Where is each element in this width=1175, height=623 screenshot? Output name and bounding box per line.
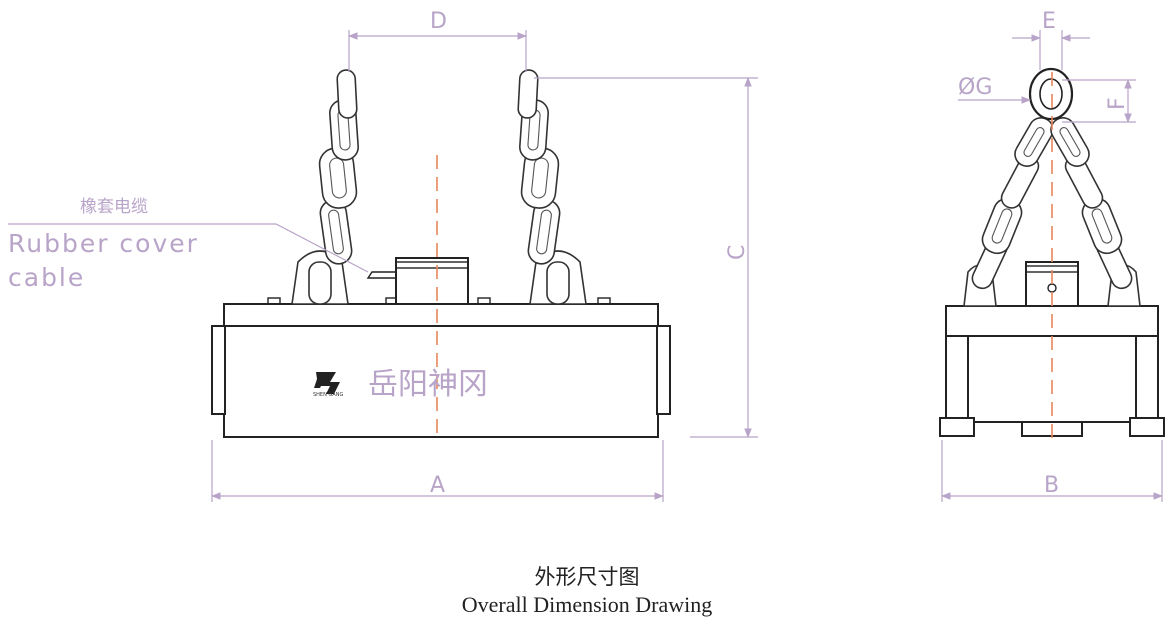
side-right-foot bbox=[1129, 417, 1165, 437]
dim-label-e: E bbox=[1042, 9, 1056, 34]
cable-callout: 橡套电缆 Rubber cover cable bbox=[8, 197, 369, 292]
dim-label-a: A bbox=[430, 473, 445, 498]
dim-label-d: D bbox=[430, 9, 447, 34]
magnet-top-plate bbox=[223, 303, 659, 327]
dim-d: D bbox=[348, 9, 527, 72]
left-side-rib bbox=[211, 325, 226, 415]
side-chain-right bbox=[1050, 117, 1133, 290]
side-left-leg bbox=[945, 335, 969, 419]
brand-logo: SHEN GANG bbox=[313, 372, 343, 398]
dim-f: F bbox=[1062, 79, 1136, 123]
side-view bbox=[939, 67, 1165, 440]
side-chain-left bbox=[971, 117, 1054, 290]
lifting-ring bbox=[1028, 67, 1074, 121]
right-side-rib bbox=[656, 325, 671, 415]
front-view: SHEN GANG 岳阳神冈 bbox=[211, 69, 671, 440]
side-left-foot bbox=[939, 417, 975, 437]
dim-label-g: ØG bbox=[958, 75, 992, 100]
left-chain bbox=[291, 69, 359, 305]
dim-a: A bbox=[211, 440, 664, 502]
brand-name: 岳阳神冈 bbox=[368, 367, 488, 402]
dim-label-b: B bbox=[1044, 473, 1059, 498]
magnet-body bbox=[223, 325, 659, 438]
dim-e: E bbox=[1012, 9, 1090, 70]
caption-title-en: Overall Dimension Drawing bbox=[462, 592, 713, 617]
right-chain bbox=[517, 69, 587, 305]
callout-label-en-2: cable bbox=[8, 263, 85, 292]
dim-b: B bbox=[941, 440, 1163, 502]
side-right-leg bbox=[1135, 335, 1159, 419]
logo-subtext: SHEN GANG bbox=[313, 392, 343, 398]
dim-label-c: C bbox=[725, 245, 750, 260]
callout-label-cn: 橡套电缆 bbox=[80, 197, 148, 217]
caption-title-cn: 外形尺寸图 bbox=[535, 565, 640, 589]
dim-c: C bbox=[534, 77, 758, 438]
dim-label-f: F bbox=[1105, 97, 1130, 110]
dim-g: ØG bbox=[958, 75, 1031, 104]
junction-box bbox=[366, 257, 469, 305]
callout-label-en-1: Rubber cover bbox=[8, 229, 199, 258]
